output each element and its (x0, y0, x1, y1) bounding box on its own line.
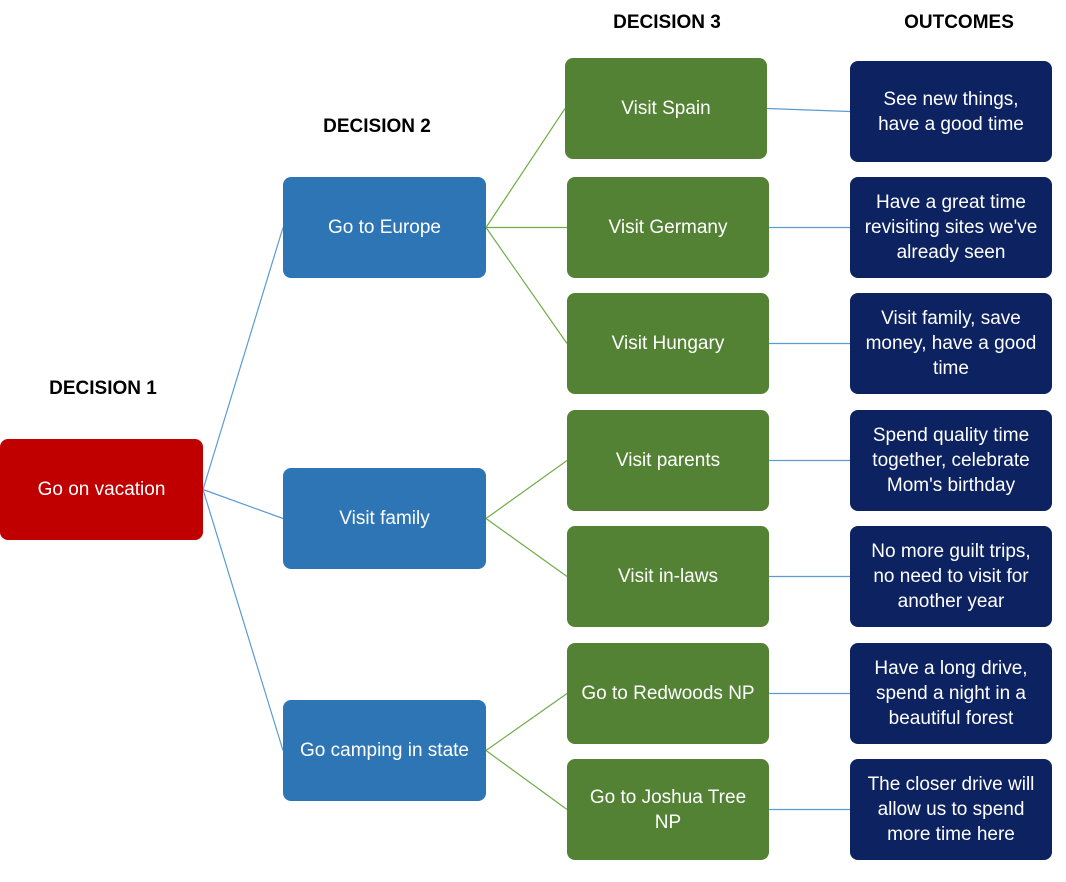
connector-d2-to-d3-4 (485, 518, 568, 577)
outcome-node-joshua-tree[interactable]: The closer drive will allow us to spend … (850, 759, 1052, 860)
decision-2-node-go-to-europe[interactable]: Go to Europe (283, 177, 486, 278)
connector-d2-to-d3-2 (485, 227, 568, 344)
connector-d1-to-d2-0 (202, 227, 284, 490)
connector-d2-to-d3-6 (485, 750, 568, 810)
decision-1-node-go-on-vacation[interactable]: Go on vacation (0, 439, 203, 540)
node-label: Visit family (339, 508, 430, 529)
node-label: No more guilt trips, no need to visit fo… (871, 541, 1031, 612)
node-label: Go on vacation (37, 479, 166, 500)
outcome-node-spain[interactable]: See new things, have a good time (850, 61, 1052, 162)
node-label: Visit in-laws (618, 566, 718, 587)
decision-3-node-go-to-joshua-tree-np[interactable]: Go to Joshua Tree NP (567, 759, 769, 860)
connector-d1-to-d2-1 (202, 488, 284, 520)
node-label: Go to Joshua Tree NP (589, 786, 747, 833)
node-label: Have a great time revisiting sites we've… (864, 192, 1038, 263)
outcome-node-hungary[interactable]: Visit family, save money, have a good ti… (850, 293, 1052, 394)
outcome-node-redwoods[interactable]: Have a long drive, spend a night in a be… (850, 643, 1052, 744)
node-label: Go to Redwoods NP (581, 683, 755, 704)
decision-1-heading: DECISION 1 (49, 378, 157, 399)
decision-3-node-visit-germany[interactable]: Visit Germany (567, 177, 769, 278)
decision-3-node-visit-in-laws[interactable]: Visit in-laws (567, 526, 769, 627)
outcome-node-in-laws[interactable]: No more guilt trips, no need to visit fo… (850, 526, 1052, 627)
node-label: Visit parents (615, 450, 721, 471)
decision-3-node-go-to-redwoods-np[interactable]: Go to Redwoods NP (567, 643, 769, 744)
node-label: Go to Europe (327, 217, 442, 238)
decision-3-heading: DECISION 3 (613, 12, 721, 33)
node-label: Have a long drive, spend a night in a be… (874, 658, 1028, 729)
node-label: Visit Spain (621, 98, 711, 119)
node-label: Visit Germany (608, 217, 728, 238)
decision-2-heading: DECISION 2 (323, 116, 431, 137)
node-label: Spend quality time together, celebrate M… (872, 425, 1030, 496)
outcome-node-germany[interactable]: Have a great time revisiting sites we've… (850, 177, 1052, 278)
connector-d1-to-d2-2 (202, 489, 284, 751)
decision-2-node-go-camping-in-state[interactable]: Go camping in state (283, 700, 486, 801)
outcomes-heading: OUTCOMES (904, 12, 1014, 33)
connector-d2-to-d3-3 (485, 460, 568, 519)
node-label: Go camping in state (300, 740, 469, 761)
node-label: The closer drive will allow us to spend … (867, 774, 1035, 845)
decision-3-node-visit-parents[interactable]: Visit parents (567, 410, 769, 511)
decision-3-node-visit-hungary[interactable]: Visit Hungary (567, 293, 769, 394)
decision-2-node-visit-family[interactable]: Visit family (283, 468, 486, 569)
connector-d2-to-d3-0 (485, 108, 566, 228)
node-label: See new things, have a good time (878, 88, 1024, 135)
outcome-node-parents[interactable]: Spend quality time together, celebrate M… (850, 410, 1052, 511)
connector-d3-to-outcome-0 (766, 107, 851, 113)
decision-3-node-visit-spain[interactable]: Visit Spain (565, 58, 767, 159)
node-label: Visit Hungary (611, 333, 725, 354)
node-label: Visit family, save money, have a good ti… (865, 308, 1037, 379)
connector-d2-to-d3-5 (485, 693, 568, 751)
